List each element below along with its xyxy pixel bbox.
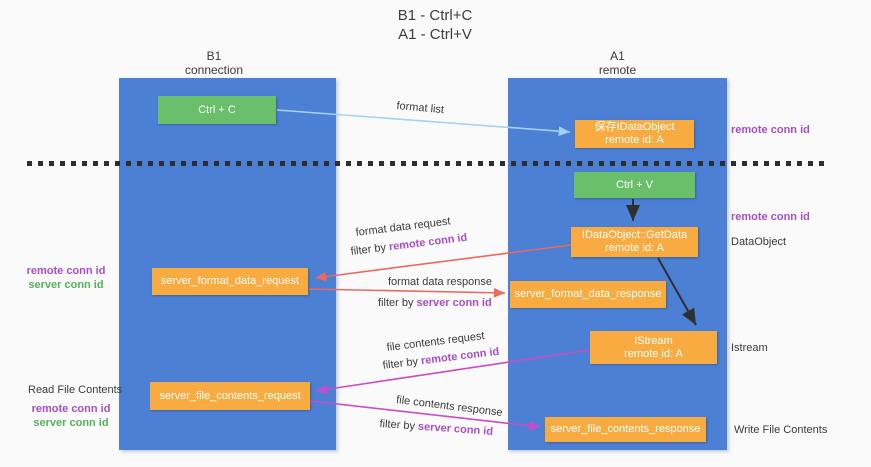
ctrl-v-box: Ctrl + V [574,172,695,198]
title-line-2: A1 - Ctrl+V [398,26,472,43]
format-list-label: format list [395,100,445,117]
remote-conn-id-annotation-top: remote conn id [731,124,810,136]
dashed-separator [27,161,830,166]
dataobject-annotation: DataObject [731,236,787,248]
lane-header-a1: A1 remote [508,49,727,77]
istream-line1: IStream [634,334,673,347]
remote-conn-id-annotation-left-1: remote conn id [26,265,106,277]
filter-by-text: filter by [350,241,390,258]
filter-by-text: filter by [378,297,417,309]
remote-conn-id-annotation-left-2: remote conn id [31,403,111,415]
lane-a1-title: A1 [610,49,625,63]
lane-header-b1: B1 connection [119,49,309,77]
filter-by-server-conn-id-label-2: filter by server conn id [379,418,493,438]
getdata-line1: IDataObject::GetData [581,229,688,241]
server-file-contents-request-box: server_file_contents_request [150,382,310,410]
remote-conn-id-annotation-mid: remote conn id [731,211,810,223]
title-line-1: B1 - Ctrl+C [397,7,473,24]
remote-conn-id-text: remote conn id [388,231,468,254]
server-conn-id-annotation-left-1: server conn id [28,279,104,291]
diagram-title: B1 - Ctrl+C A1 - Ctrl+V [330,6,540,44]
lane-a1-subtitle: remote [598,63,637,77]
server-conn-id-text: server conn id [416,297,492,309]
server-format-data-response-box: server_format_data_response [510,281,666,308]
ctrl-c-box: Ctrl + C [158,96,276,124]
read-file-contents-annotation: Read File Contents [28,384,123,396]
server-file-contents-response-box: server_file_contents_response [545,417,706,442]
server-conn-id-annotation-left-2: server conn id [33,417,109,429]
remote-conn-id-text: remote conn id [420,345,500,368]
idataobject-getdata-box: IDataObject::GetData remote id: A [571,227,698,257]
istream-line2: remote id: A [624,347,683,360]
istream-box: IStream remote id: A [590,331,717,364]
istream-annotation: Istream [731,342,768,354]
server-conn-id-text: server conn id [417,420,494,438]
file-contents-response-label: file contents response [395,394,504,419]
format-data-response-label: format data response [388,276,492,288]
write-file-contents-annotation: Write File Contents [734,424,828,436]
lane-b1-subtitle: connection [184,63,244,77]
filter-by-text: filter by [379,418,419,433]
filter-by-server-conn-id-label-1: filter by server conn id [378,297,492,309]
saved-idataobject-line1: 保存IDataObject [594,121,675,133]
server-format-data-request-box: server_format_data_request [152,268,308,295]
saved-idataobject-box: 保存IDataObject remote id: A [575,120,694,148]
lane-b1-title: B1 [206,49,222,63]
saved-idataobject-line2: remote id: A [605,134,664,146]
getdata-line2: remote id: A [605,242,664,254]
filter-by-text: filter by [382,355,422,372]
arrow-format-data-response [308,287,506,298]
